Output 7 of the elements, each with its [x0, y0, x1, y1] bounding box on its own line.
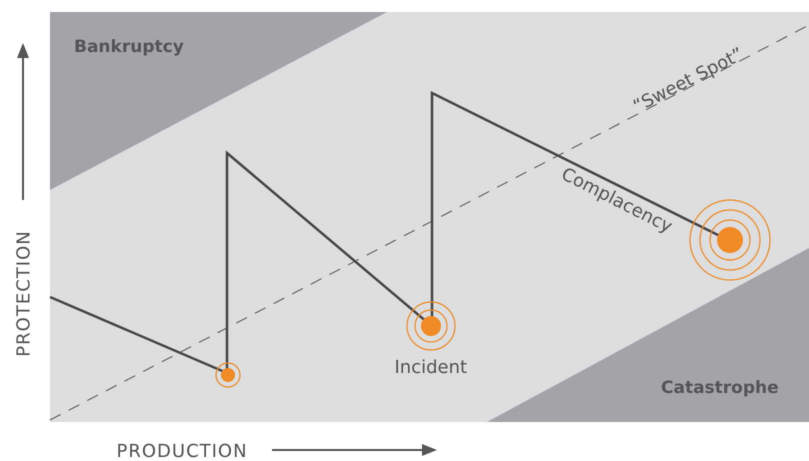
region-band: [50, 12, 387, 190]
region-label: Catastrophe: [661, 378, 779, 398]
region-band: [487, 248, 809, 422]
marker-label: Incident: [394, 356, 468, 378]
axis-label: PROTECTION: [14, 230, 35, 356]
region-label: Bankruptcy: [74, 37, 184, 57]
axis-label: PRODUCTION: [116, 440, 248, 461]
